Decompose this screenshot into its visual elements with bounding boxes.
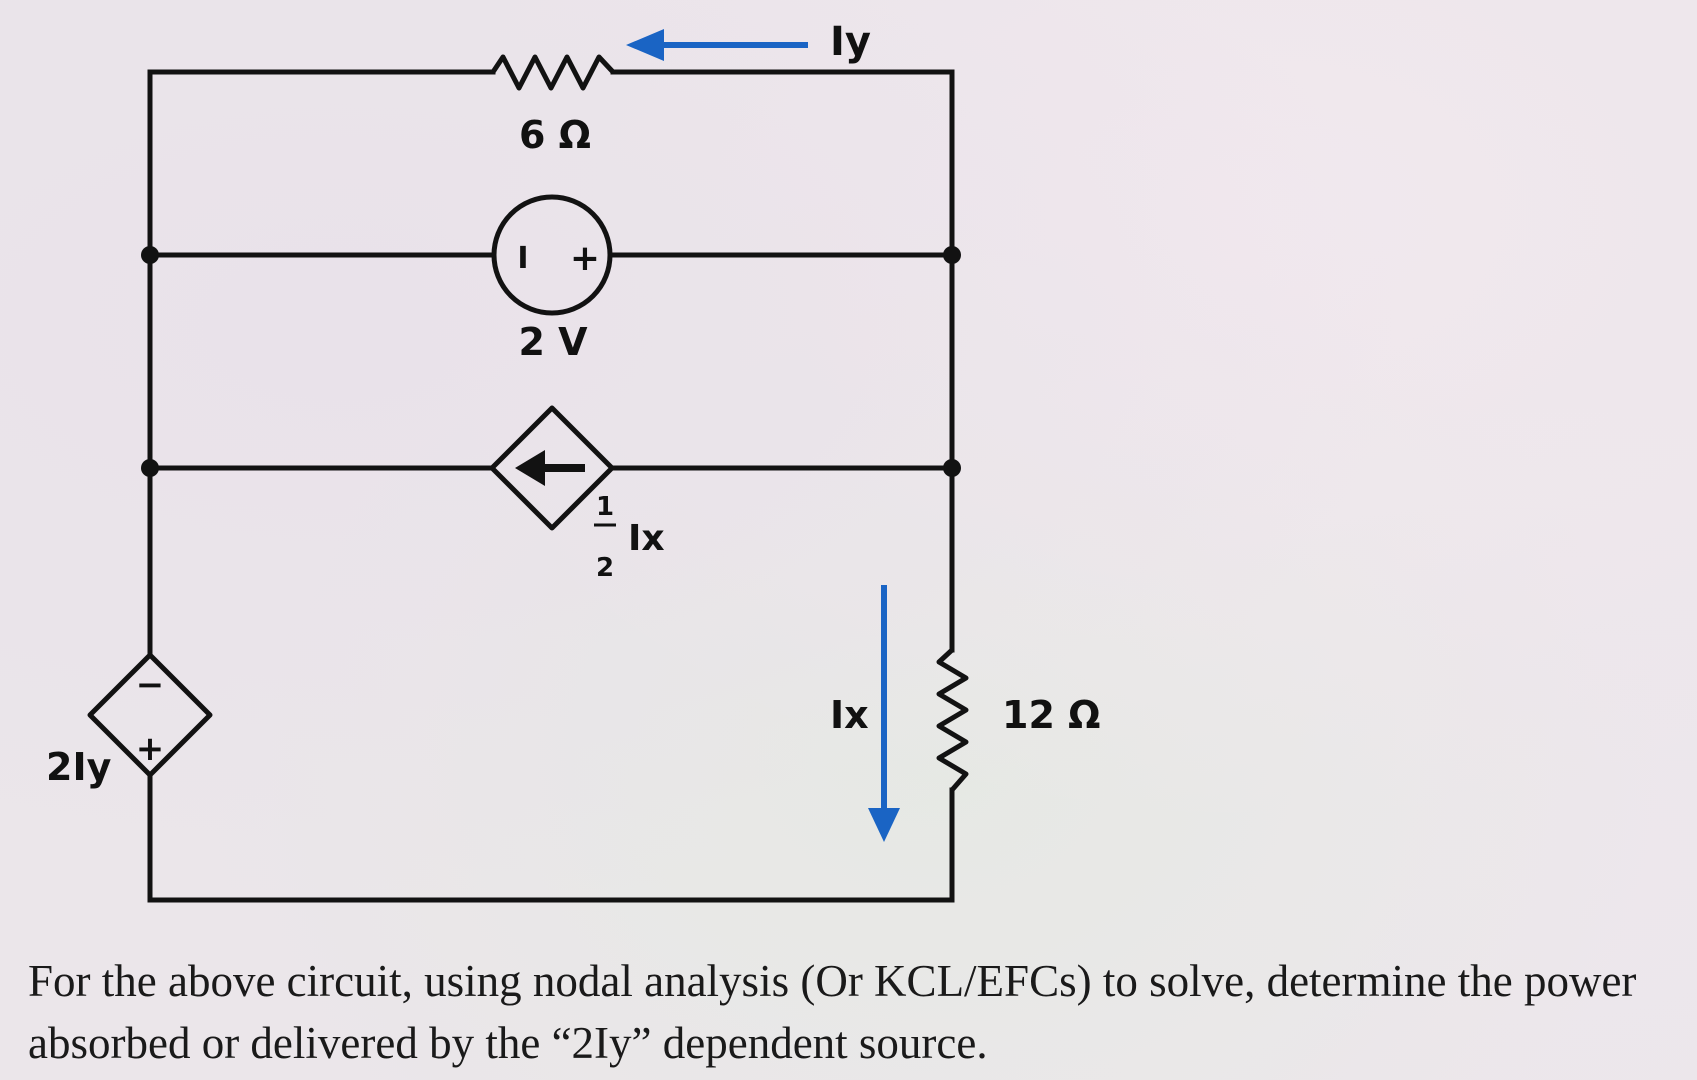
dep-voltage-label: 2Iy [46,745,112,789]
resistor-6ohm [490,54,615,91]
problem-statement: For the above circuit, using nodal analy… [28,956,1637,1068]
resistor-6ohm-label: 6 Ω [519,113,591,157]
voltage-source-label: 2 V [518,320,588,364]
dependent-current-source [489,405,615,531]
iy-current-arrow [626,29,808,61]
wires [147,69,955,903]
dep-voltage-plus: + [136,729,165,769]
dep-current-var: Ix [628,518,665,559]
node-dots [141,246,961,477]
left-arrow-icon [515,450,585,486]
resistor-12ohm-label: 12 Ω [1002,693,1100,737]
voltage-source-2v [491,194,613,316]
dep-current-coef-den: 2 [596,553,614,583]
ix-current-arrow [868,585,900,842]
resistor-12ohm [936,648,969,792]
voltage-source-plus: + [570,238,600,279]
iy-current-label: Iy [830,19,871,65]
dep-current-coef-num: 1 [596,492,614,522]
voltage-source-minus: I [517,241,528,276]
ix-current-label: Ix [830,693,869,737]
dep-voltage-minus: − [136,665,165,705]
dependent-voltage-source-2iy [87,652,213,778]
